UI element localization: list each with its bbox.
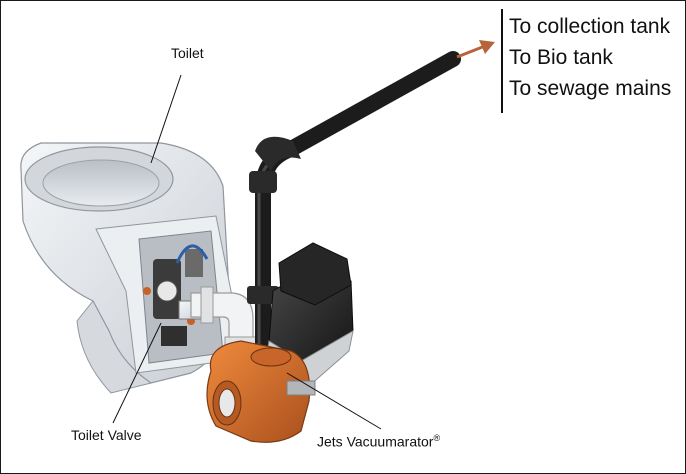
vacuumarator-leader-line — [286, 372, 382, 430]
destination-list: To collection tank To Bio tank To sewage… — [509, 11, 671, 104]
registered-mark: ® — [433, 433, 441, 443]
destination-collection-tank: To collection tank — [509, 15, 671, 38]
destination-sewage-mains: To sewage mains — [509, 77, 672, 100]
toilet-label: Toilet — [171, 45, 204, 61]
outflow-arrow — [456, 40, 495, 59]
toilet-valve-label: Toilet Valve — [71, 427, 142, 443]
discharge-pipe — [247, 51, 461, 359]
vacuumarator-name: Jets Vacuumarator — [317, 433, 434, 450]
vacuumarator-pump — [206, 242, 354, 443]
toilet-valve-leader-line — [112, 322, 162, 424]
destination-bio-tank: To Bio tank — [509, 46, 613, 69]
vacuumarator-label: Jets Vacuumarator® — [317, 433, 440, 450]
toilet-leader-line — [150, 74, 182, 164]
